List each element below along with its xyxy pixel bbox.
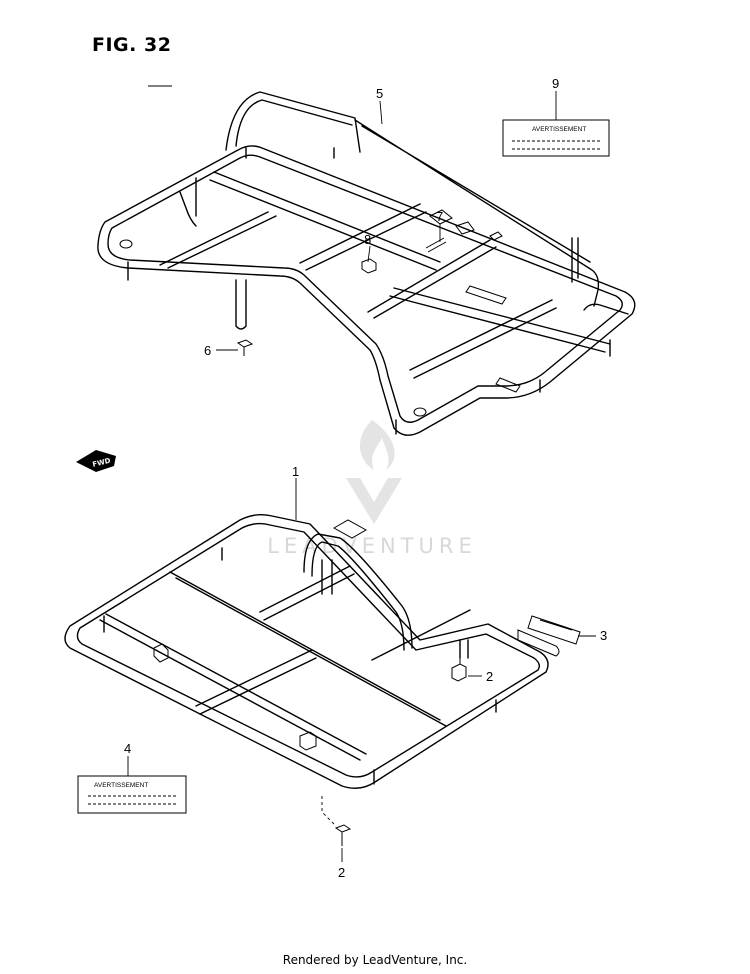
rear-carrier-support-stay bbox=[235, 279, 247, 330]
rear-carrier-brackets bbox=[119, 209, 521, 417]
rear-warning-label: AVERTISSEMENT bbox=[502, 119, 610, 157]
rear-carrier-hoop bbox=[225, 91, 361, 153]
rear-carrier-outer-frame bbox=[97, 145, 636, 436]
front-carrier-inner-frame bbox=[76, 522, 541, 778]
front-carrier-outer-frame bbox=[64, 513, 549, 789]
rear-carrier-inner-frame bbox=[107, 154, 623, 423]
front-carrier-hand-grip bbox=[303, 533, 413, 651]
front-carrier-cross-bars bbox=[99, 565, 471, 761]
callout-2-lower: 2 bbox=[338, 865, 345, 880]
front-carrier-brackets bbox=[153, 519, 368, 751]
rear-carrier-cross-bars bbox=[159, 171, 611, 379]
rear-label-heading: AVERTISSEMENT bbox=[532, 126, 586, 133]
footer-credit: Rendered by LeadVenture, Inc. bbox=[282, 953, 468, 967]
front-carrier bbox=[64, 513, 549, 789]
callout-1: 1 bbox=[292, 464, 299, 479]
bolt-6 bbox=[236, 339, 254, 356]
bolt-2-lower bbox=[334, 824, 352, 846]
callout-6: 6 bbox=[204, 343, 211, 358]
front-warning-label: AVERTISSEMENT bbox=[77, 775, 187, 814]
figure-title: FIG. 32 bbox=[92, 34, 172, 56]
rear-carrier-side-rail bbox=[354, 119, 629, 315]
watermark-text: LEADVENTURE bbox=[267, 534, 477, 558]
callout-5: 5 bbox=[376, 86, 383, 101]
front-carrier-stays bbox=[103, 547, 497, 785]
bracket-3 bbox=[517, 615, 581, 657]
bolt-2-upper bbox=[451, 656, 467, 682]
bolt-7 bbox=[425, 237, 447, 253]
rear-carrier-posts bbox=[127, 147, 611, 435]
fwd-arrow-marker: FWD bbox=[76, 450, 116, 472]
callout-9: 9 bbox=[552, 76, 559, 91]
callout-7: 7 bbox=[436, 209, 443, 224]
callout-2-upper: 2 bbox=[486, 669, 493, 684]
callout-8: 8 bbox=[364, 232, 371, 247]
front-label-heading: AVERTISSEMENT bbox=[94, 782, 148, 789]
watermark: LEADVENTURE bbox=[267, 420, 477, 558]
rear-carrier bbox=[97, 91, 636, 436]
callout-3: 3 bbox=[600, 628, 607, 643]
callout-4: 4 bbox=[124, 741, 131, 756]
nut-8 bbox=[361, 258, 377, 274]
leader-lines bbox=[127, 91, 596, 862]
